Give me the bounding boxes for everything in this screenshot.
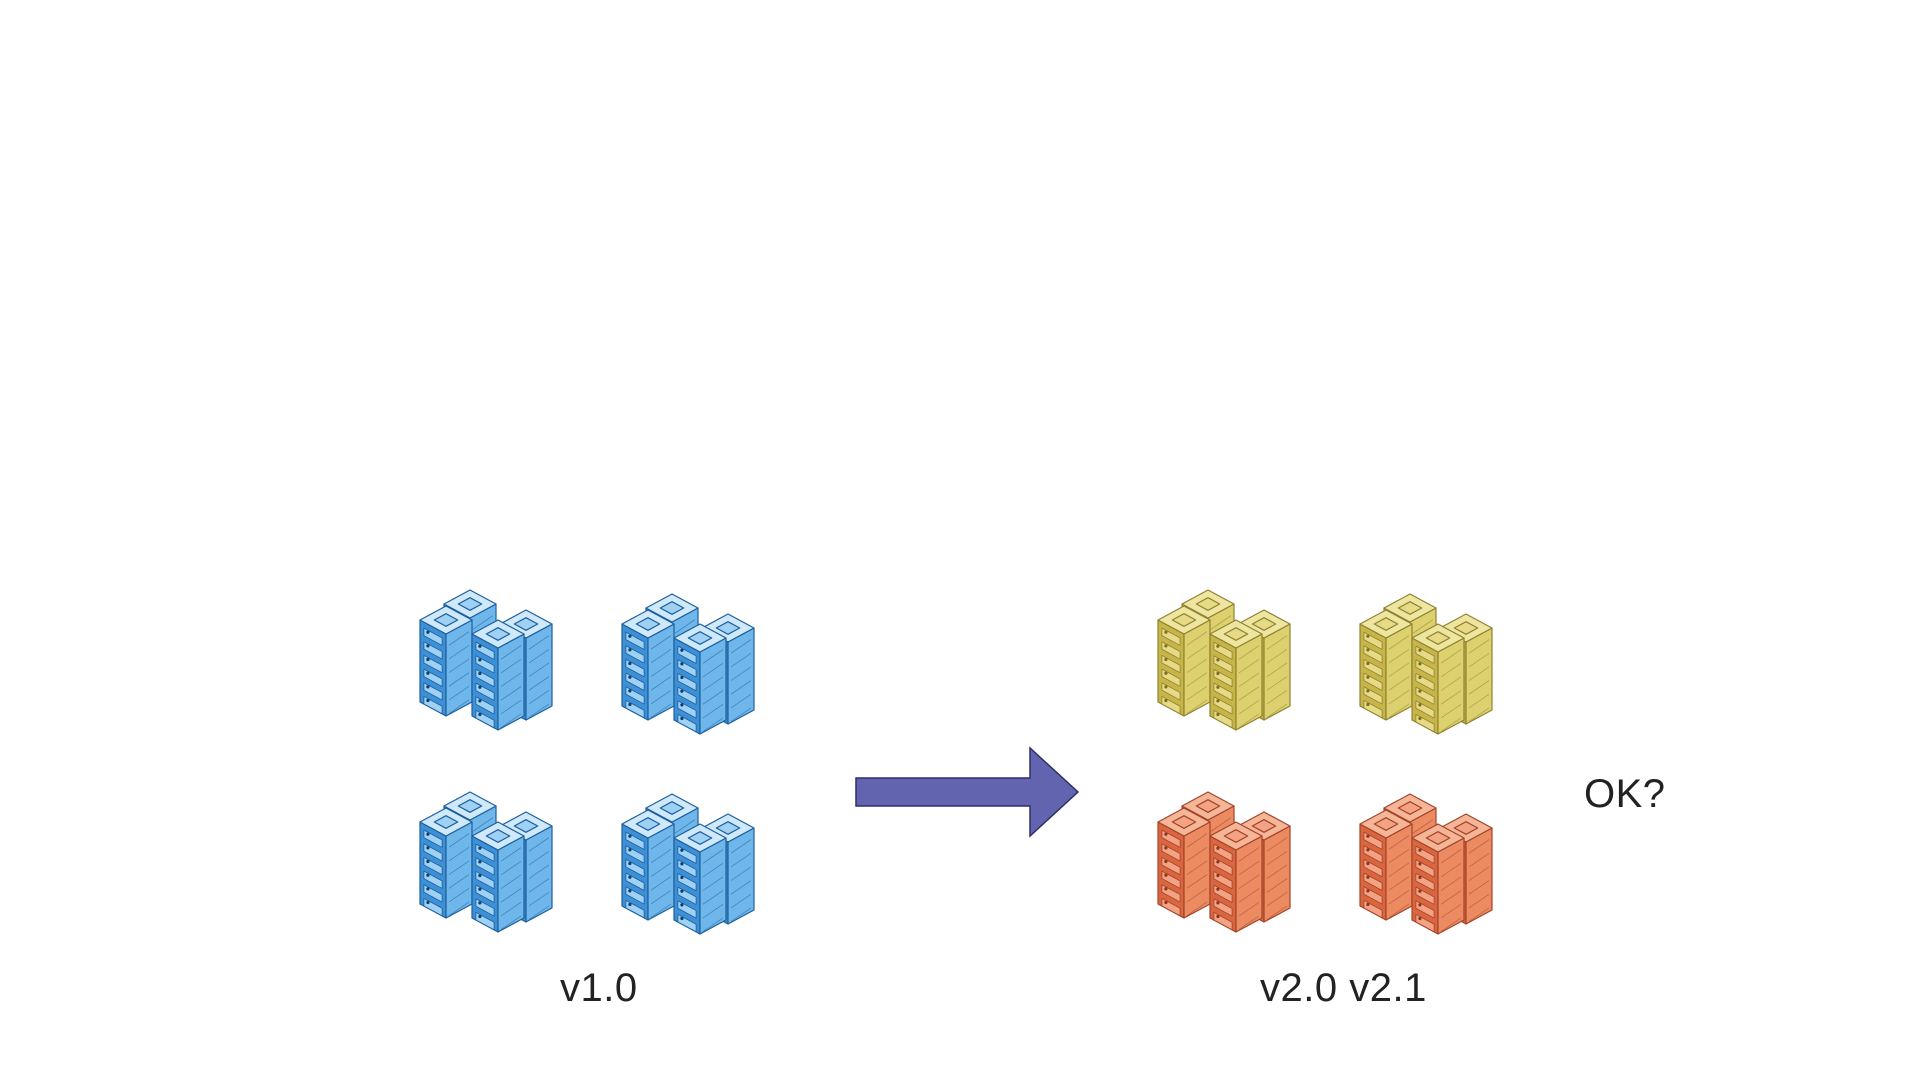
server-rack-icon bbox=[1209, 821, 1263, 933]
server-cluster-graphic bbox=[621, 593, 755, 735]
server-cluster-graphic bbox=[419, 589, 553, 731]
server-rack-icon bbox=[419, 605, 473, 717]
label-v2: v2.0 v2.1 bbox=[1260, 966, 1427, 1010]
server-cluster-graphic bbox=[1359, 793, 1493, 935]
v1-cluster-top-left bbox=[418, 582, 578, 752]
server-rack-icon bbox=[673, 623, 727, 735]
server-rack-icon bbox=[1157, 807, 1211, 919]
server-cluster-graphic bbox=[1157, 589, 1291, 731]
server-cluster-graphic bbox=[621, 793, 755, 935]
server-rack-icon bbox=[1411, 623, 1465, 735]
server-rack-icon bbox=[621, 809, 675, 921]
v2-cluster-top-right bbox=[1358, 586, 1518, 756]
server-cluster-graphic bbox=[1359, 593, 1493, 735]
server-cluster-graphic bbox=[419, 791, 553, 933]
server-rack-icon bbox=[471, 619, 525, 731]
label-ok-question: OK? bbox=[1584, 772, 1666, 816]
server-rack-icon bbox=[1157, 605, 1211, 717]
v1-cluster-bottom-left bbox=[418, 784, 578, 954]
server-rack-icon bbox=[1209, 619, 1263, 731]
server-rack-icon bbox=[471, 821, 525, 933]
label-v1: v1.0 bbox=[560, 966, 638, 1010]
server-rack-icon bbox=[1359, 809, 1413, 921]
v2-cluster-bottom-left bbox=[1156, 784, 1316, 954]
server-rack-icon bbox=[621, 609, 675, 721]
server-rack-icon bbox=[673, 823, 727, 935]
v2-cluster-top-left bbox=[1156, 582, 1316, 752]
v1-cluster-top-right bbox=[620, 586, 780, 756]
server-rack-icon bbox=[1411, 823, 1465, 935]
server-rack-icon bbox=[1359, 609, 1413, 721]
right-arrow-icon bbox=[855, 746, 1080, 838]
v2-cluster-bottom-right bbox=[1358, 786, 1518, 956]
v1-cluster-bottom-right bbox=[620, 786, 780, 956]
server-rack-icon bbox=[419, 807, 473, 919]
server-cluster-graphic bbox=[1157, 791, 1291, 933]
